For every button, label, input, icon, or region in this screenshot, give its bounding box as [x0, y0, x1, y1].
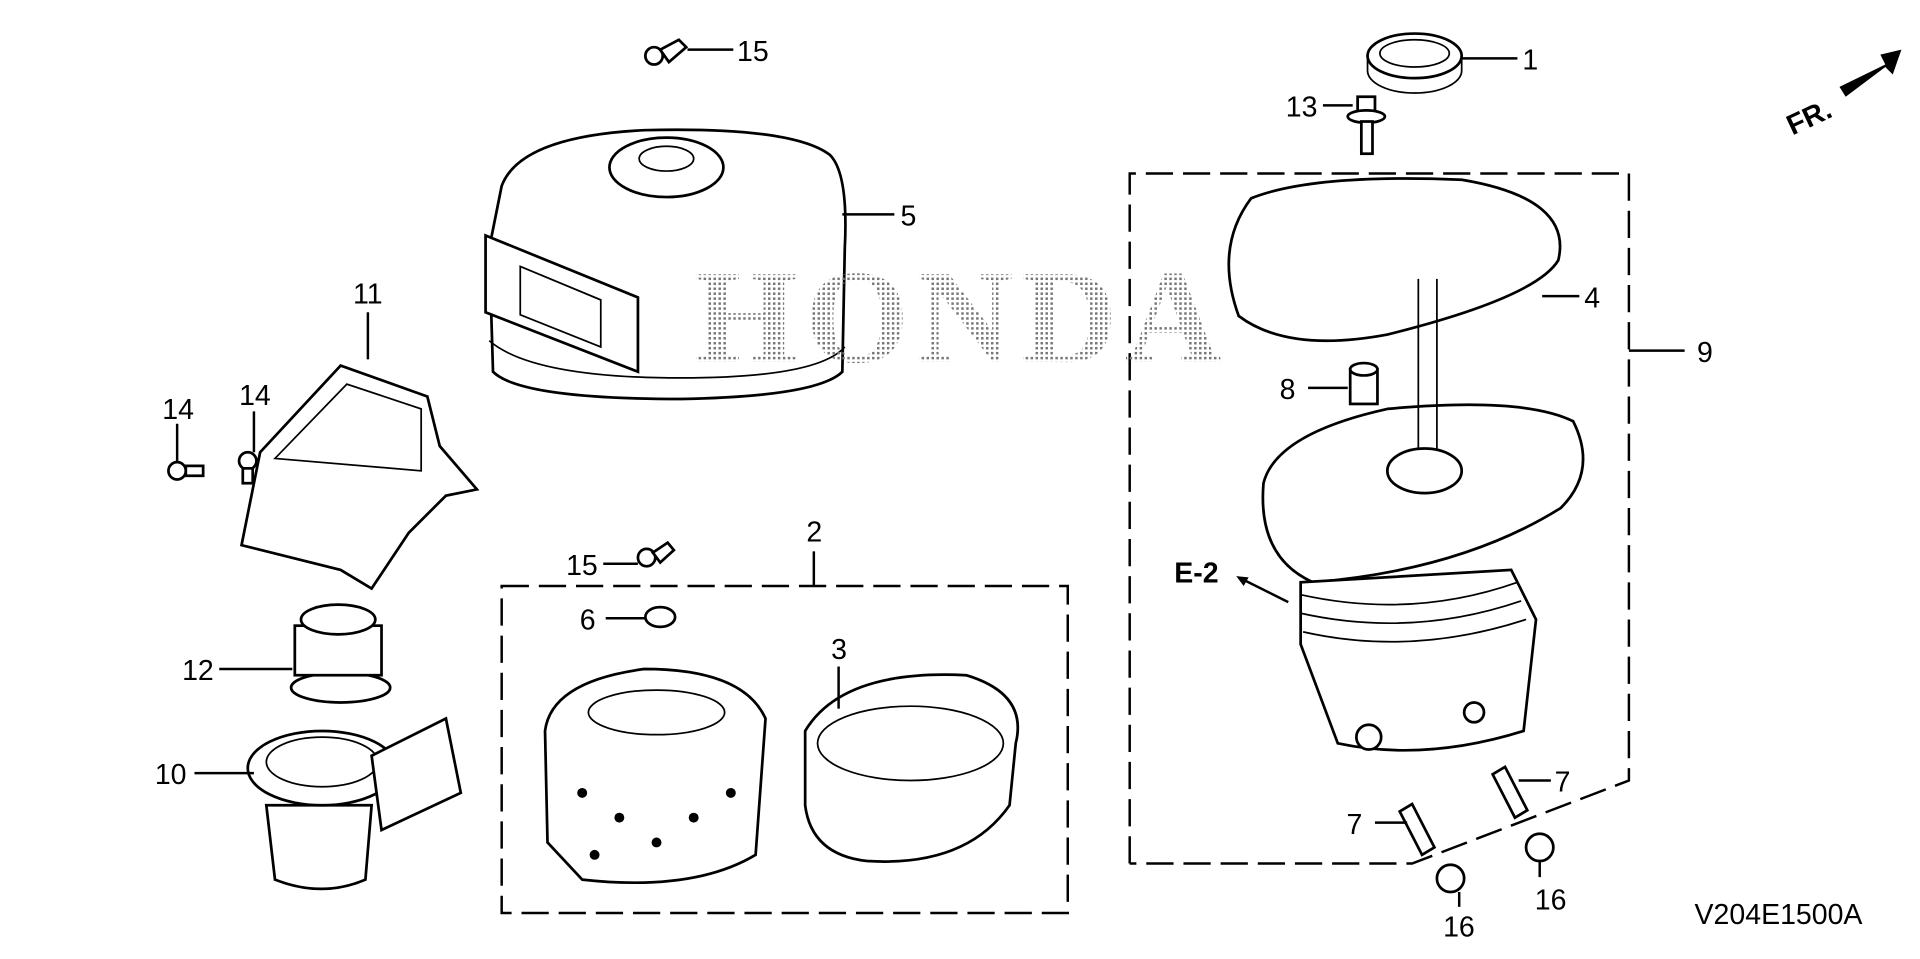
callout-7-right: 7 [1555, 767, 1571, 799]
callout-14-right: 14 [239, 380, 271, 412]
part-12-elbow [289, 603, 392, 704]
assembly-box-2 [500, 584, 1070, 915]
part-13-bolt [1346, 95, 1387, 156]
callout-5: 5 [901, 201, 917, 233]
callout-12: 12 [182, 655, 214, 687]
callout-11: 11 [353, 279, 383, 311]
assembly-box-9 [1128, 172, 1631, 865]
part-11-duct [239, 363, 480, 591]
part-2-filter-element [543, 667, 767, 884]
front-direction-label: FR. [1782, 93, 1837, 141]
part-3-foam [803, 673, 1020, 863]
callout-10: 10 [155, 759, 187, 791]
part-16-nuts [1435, 832, 1555, 894]
callout-15-top: 15 [737, 36, 769, 68]
callout-13: 13 [1286, 92, 1318, 124]
part-14-bolts [167, 450, 258, 485]
part-9-case [1261, 278, 1585, 752]
callout-1: 1 [1522, 44, 1538, 76]
leader-lines [175, 48, 1685, 907]
callout-16-left: 16 [1443, 912, 1475, 944]
callout-7-left: 7 [1346, 809, 1362, 841]
callout-3: 3 [831, 634, 847, 666]
callout-16-right: 16 [1535, 884, 1567, 916]
callout-4: 4 [1584, 282, 1600, 314]
part-7-tubes [1397, 764, 1530, 857]
part-4-gasket [1227, 177, 1562, 343]
callout-6: 6 [580, 604, 596, 636]
callout-2: 2 [806, 516, 822, 548]
diagram-code: V204E1500A [1695, 899, 1863, 931]
part-1-seal [1366, 32, 1464, 94]
reference-e2[interactable]: E-2 [1174, 557, 1218, 589]
part-15-wing-nut-top [644, 38, 689, 66]
part-10-base [246, 716, 463, 891]
part-5-cover [484, 128, 847, 401]
callout-14-left: 14 [162, 394, 194, 426]
callout-8: 8 [1280, 374, 1296, 406]
callout-15-lower: 15 [566, 550, 598, 582]
part-15-wing-nut-lower [636, 540, 676, 568]
callout-9: 9 [1697, 337, 1713, 369]
honda-watermark: HONDA [694, 243, 1229, 391]
front-direction-arrow-icon: FR. [1782, 49, 1902, 142]
part-6-grommet [644, 605, 677, 629]
part-8-collar [1348, 361, 1379, 406]
